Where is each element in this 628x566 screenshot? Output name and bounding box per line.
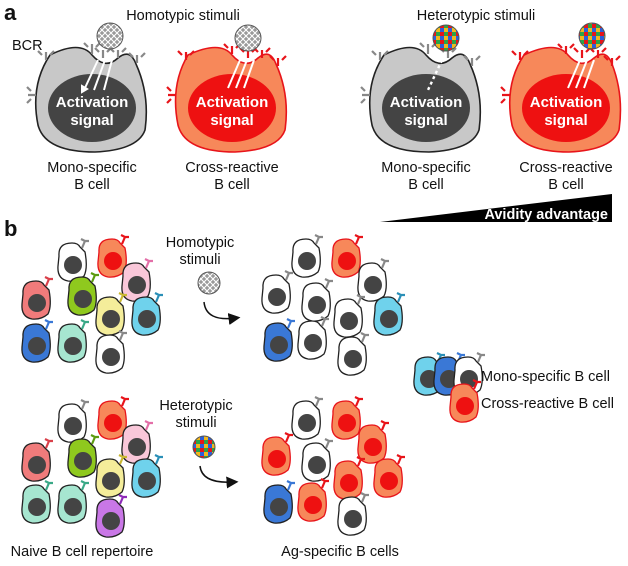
ag-specific-homotypic-cell xyxy=(373,292,405,336)
ag-specific-homotypic-cell xyxy=(297,316,329,360)
signal-text: signal xyxy=(544,112,587,129)
bcr-receptors xyxy=(26,42,146,104)
naive-homotypic-cell xyxy=(95,330,127,374)
ag-specific-homotypic-cell xyxy=(333,294,365,338)
ag-specific-heterotypic-cell xyxy=(357,420,389,464)
ag-specific-heterotypic-cell xyxy=(331,396,363,440)
naive-homotypic-cell xyxy=(121,258,153,302)
naive-homotypic-cell xyxy=(57,319,89,363)
naive-homotypic-cell xyxy=(67,272,99,316)
nucleus xyxy=(48,74,136,142)
signal-text: signal xyxy=(210,112,253,129)
cell-repertoires xyxy=(21,234,405,538)
nucleus xyxy=(188,74,276,142)
naive-homotypic-cell xyxy=(21,319,53,363)
ag-specific-heterotypic-cell xyxy=(261,432,293,476)
cell-a3-label-1: Mono-specific xyxy=(381,160,470,176)
heterotypic-selection-arrow xyxy=(199,465,239,489)
ag-specific-heterotypic-cell xyxy=(373,454,405,498)
avidity-wedge xyxy=(380,194,612,222)
homotypic-selection-arrow xyxy=(203,301,241,325)
ag-specific-homotypic-cell xyxy=(291,234,323,278)
ag-specific-heterotypic-cell xyxy=(333,456,365,500)
cell-a4-label-1: Cross-reactive xyxy=(519,160,612,176)
ag-specific-homotypic-cell xyxy=(357,258,389,302)
homotypic-stimuli-line1: Homotypic xyxy=(166,235,235,251)
naive-heterotypic-cell xyxy=(95,454,127,498)
homotypic-stimuli-line2: stimuli xyxy=(179,252,220,268)
ag-specific-heterotypic-cell xyxy=(263,480,295,524)
bcr-label: BCR xyxy=(12,38,43,54)
activation-text: Activation xyxy=(196,94,269,111)
legend-cells xyxy=(413,352,485,423)
legend-cross-label: Cross-reactive B cell xyxy=(481,396,614,412)
activation-text: Activation xyxy=(390,94,463,111)
signal-arrows xyxy=(567,59,595,89)
naive-heterotypic-cell xyxy=(57,480,89,524)
activation-text: Activation xyxy=(530,94,603,111)
cell-a4-label-2: B cell xyxy=(548,177,583,193)
heterotypic-stimuli-line2: stimuli xyxy=(175,415,216,431)
bcr-receptors xyxy=(500,43,621,104)
signal-arrows xyxy=(227,59,255,89)
naive-heterotypic-cell xyxy=(21,438,53,482)
homotypic-antigen-icon xyxy=(234,24,262,52)
cell-a2-cross-homotypic: Activation signal xyxy=(166,24,288,153)
cell-a3-label-2: B cell xyxy=(408,177,443,193)
cell-a2-label-2: B cell xyxy=(214,177,249,193)
signal-text: signal xyxy=(70,112,113,129)
ag-specific-homotypic-cell xyxy=(331,234,363,278)
cell-a1-mono-homotypic: Activation signal xyxy=(26,22,148,153)
naive-heterotypic-cell xyxy=(121,420,153,464)
nucleus xyxy=(522,74,610,142)
cell-a4-cross-heterotypic: Activation signal xyxy=(500,22,622,153)
homotypic-antigen-icon xyxy=(96,22,124,50)
legend-cross-cell-icon xyxy=(449,379,481,423)
heterotypic-title: Heterotypic stimuli xyxy=(417,8,535,24)
naive-homotypic-cell xyxy=(131,292,163,336)
ag-specific-heterotypic-cell xyxy=(301,438,333,482)
naive-heterotypic-cell xyxy=(95,494,127,538)
signal-text: signal xyxy=(404,112,447,129)
naive-heterotypic-cell xyxy=(57,399,89,443)
signal-arrows xyxy=(81,59,113,94)
ag-specific-homotypic-cell xyxy=(337,332,369,376)
naive-repertoire-label: Naive B cell repertoire xyxy=(11,544,154,560)
naive-homotypic-cell xyxy=(21,276,53,320)
naive-heterotypic-cell xyxy=(131,454,163,498)
legend-mono-label: Mono-specific B cell xyxy=(481,369,610,385)
panel-a-label: a xyxy=(4,0,17,25)
naive-homotypic-cell xyxy=(95,292,127,336)
cell-a1-label-1: Mono-specific xyxy=(47,160,136,176)
ag-specific-homotypic-cell xyxy=(301,278,333,322)
ag-specific-homotypic-cell xyxy=(263,318,295,362)
legend: Mono-specific B cell Cross-reactive B ce… xyxy=(413,352,614,423)
ag-specific-heterotypic-cell xyxy=(297,478,329,522)
ag-specific-heterotypic-cell xyxy=(337,492,369,536)
homotypic-title: Homotypic stimuli xyxy=(126,8,240,24)
cell-a1-label-2: B cell xyxy=(74,177,109,193)
ag-specific-homotypic-cell xyxy=(261,270,293,314)
nucleus xyxy=(382,74,470,142)
heterotypic-antigen-icon xyxy=(578,22,606,50)
naive-homotypic-cell xyxy=(97,234,129,278)
cell-a2-label-1: Cross-reactive xyxy=(185,160,278,176)
ag-specific-label: Ag-specific B cells xyxy=(281,544,399,560)
homotypic-antigen-icon xyxy=(197,271,221,295)
heterotypic-stimuli-line1: Heterotypic xyxy=(159,398,232,414)
naive-homotypic-cell xyxy=(57,238,89,282)
heterotypic-antigen-icon xyxy=(432,24,460,52)
naive-heterotypic-cell xyxy=(21,480,53,524)
ag-specific-heterotypic-cell xyxy=(291,396,323,440)
activation-text: Activation xyxy=(56,94,129,111)
panel-b-label: b xyxy=(4,216,17,241)
naive-heterotypic-cell xyxy=(97,396,129,440)
heterotypic-antigen-icon xyxy=(192,435,216,459)
naive-heterotypic-cell xyxy=(67,434,99,478)
cell-a3-mono-heterotypic: Activation signal xyxy=(360,24,482,153)
avidity-label: Avidity advantage xyxy=(484,207,608,223)
